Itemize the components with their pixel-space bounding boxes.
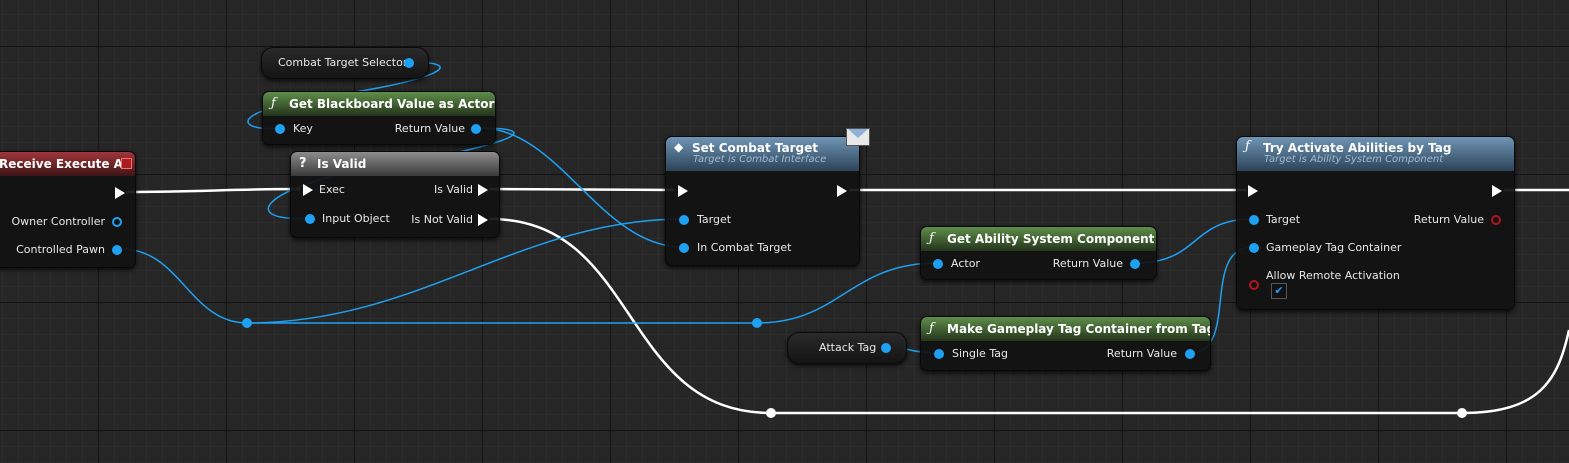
get-ability-system-component-node[interactable]: ƒ Get Ability System Component Actor Ret… (920, 226, 1157, 280)
get-blackboard-value-node[interactable]: ƒ Get Blackboard Value as Actor Key Retu… (262, 91, 496, 145)
node-header: ƒ Get Ability System Component (921, 227, 1156, 251)
object-wire (121, 248, 248, 324)
allow-remote-activation-pin[interactable] (1249, 280, 1259, 290)
exec-wire (489, 187, 675, 192)
exec-wire (1461, 329, 1569, 415)
pin-label-controlled-pawn: Controlled Pawn (16, 243, 105, 256)
var-label: Combat Target Selector (278, 56, 408, 69)
pin-label-key: Key (293, 122, 313, 135)
node-header: ƒ Make Gameplay Tag Container from Tag (921, 317, 1210, 341)
combat-target-selector-var[interactable]: Combat Target Selector (261, 47, 429, 79)
attack-tag-var[interactable]: Attack Tag (787, 332, 907, 364)
controlled-pawn-pin[interactable] (112, 245, 122, 255)
exec-in-pin[interactable] (678, 185, 688, 197)
pin-label-is-not-valid: Is Not Valid (411, 213, 473, 226)
node-title: Make Gameplay Tag Container from Tag (947, 322, 1210, 336)
node-header: ƒ Try Activate Abilities by Tag Target i… (1237, 137, 1514, 171)
pin-label-return-value: Return Value (1106, 347, 1177, 360)
interface-message-icon: ◆ (674, 140, 684, 154)
target-pin[interactable] (1249, 215, 1259, 225)
target-pin[interactable] (679, 215, 689, 225)
question-icon: ? (299, 156, 307, 171)
owner-controller-pin[interactable] (112, 217, 122, 227)
node-subtitle: Target is Combat Interface (693, 154, 827, 165)
function-icon: ƒ (271, 96, 276, 111)
pin-label-in-combat-target: In Combat Target (697, 241, 792, 254)
exec-out-pin[interactable] (837, 185, 847, 197)
receive-execute-ai-node[interactable]: Receive Execute AI Owner Controller Cont… (0, 151, 136, 268)
pin-label-target: Target (1266, 213, 1301, 226)
return-value-pin[interactable] (1491, 215, 1501, 225)
exec-out-pin[interactable] (115, 187, 125, 199)
allow-remote-activation-checkbox[interactable]: ✔ (1271, 283, 1287, 299)
is-valid-node[interactable]: ? Is Valid Exec Input Object Is Valid Is… (290, 151, 500, 238)
reroute-knot[interactable] (1457, 408, 1467, 418)
in-combat-target-pin[interactable] (679, 243, 689, 253)
exec-wire (125, 187, 301, 194)
node-header: ◆ Set Combat Target Target is Combat Int… (666, 137, 859, 171)
node-header: Receive Execute AI (0, 152, 135, 176)
pin-label-return-value: Return Value (1052, 257, 1123, 270)
single-tag-pin[interactable] (934, 349, 944, 359)
pin-label-gameplay-tag-container: Gameplay Tag Container (1266, 241, 1402, 254)
node-title: Receive Execute AI (0, 157, 128, 171)
set-combat-target-node[interactable]: ◆ Set Combat Target Target is Combat Int… (665, 136, 860, 266)
object-wire (479, 127, 684, 248)
pin-label-owner-controller: Owner Controller (11, 215, 105, 228)
pin-label-return-value: Return Value (1413, 213, 1484, 226)
is-valid-exec-pin[interactable] (478, 184, 488, 196)
reroute-knot[interactable] (752, 318, 762, 328)
function-icon: ƒ (929, 231, 934, 246)
exec-in-pin[interactable] (1248, 185, 1258, 197)
return-value-pin[interactable] (1130, 259, 1140, 269)
reroute-knot[interactable] (766, 408, 776, 418)
return-value-pin[interactable] (1185, 349, 1195, 359)
node-title: Set Combat Target (692, 141, 818, 155)
node-title: Is Valid (317, 157, 367, 171)
make-gameplay-tag-container-node[interactable]: ƒ Make Gameplay Tag Container from Tag S… (920, 316, 1211, 371)
var-out-pin[interactable] (404, 58, 414, 68)
node-subtitle: Target is Ability System Component (1264, 154, 1444, 165)
input-object-pin[interactable] (305, 214, 315, 224)
pin-label-exec: Exec (319, 183, 345, 196)
pin-label-input-object: Input Object (322, 212, 390, 225)
pin-label-allow-remote-activation: Allow Remote Activation (1266, 269, 1400, 282)
exec-out-pin[interactable] (1492, 185, 1502, 197)
reroute-knot[interactable] (242, 318, 252, 328)
return-value-pin[interactable] (471, 124, 481, 134)
var-label: Attack Tag (819, 341, 877, 354)
node-title: Try Activate Abilities by Tag (1263, 141, 1452, 155)
node-header: ƒ Get Blackboard Value as Actor (263, 92, 495, 116)
function-icon: ƒ (1245, 139, 1250, 154)
try-activate-abilities-node[interactable]: ƒ Try Activate Abilities by Tag Target i… (1236, 136, 1515, 310)
pin-label-single-tag: Single Tag (952, 347, 1008, 360)
pin-label-actor: Actor (951, 257, 980, 270)
envelope-icon (846, 128, 870, 146)
pin-label-return-value: Return Value (394, 122, 465, 135)
actor-pin[interactable] (933, 259, 943, 269)
exec-in-pin[interactable] (303, 184, 313, 196)
object-wire (756, 262, 938, 324)
pin-label-target: Target (697, 213, 732, 226)
function-icon: ƒ (929, 321, 934, 336)
node-title: Get Blackboard Value as Actor (289, 97, 495, 111)
pin-label-is-valid: Is Valid (434, 183, 473, 196)
node-title: Get Ability System Component (947, 232, 1155, 246)
event-stop-icon (121, 158, 132, 169)
node-header: ? Is Valid (291, 152, 499, 176)
var-out-pin[interactable] (881, 343, 891, 353)
gameplay-tag-container-pin[interactable] (1249, 243, 1259, 253)
is-not-valid-exec-pin[interactable] (478, 214, 488, 226)
key-pin[interactable] (275, 124, 285, 134)
